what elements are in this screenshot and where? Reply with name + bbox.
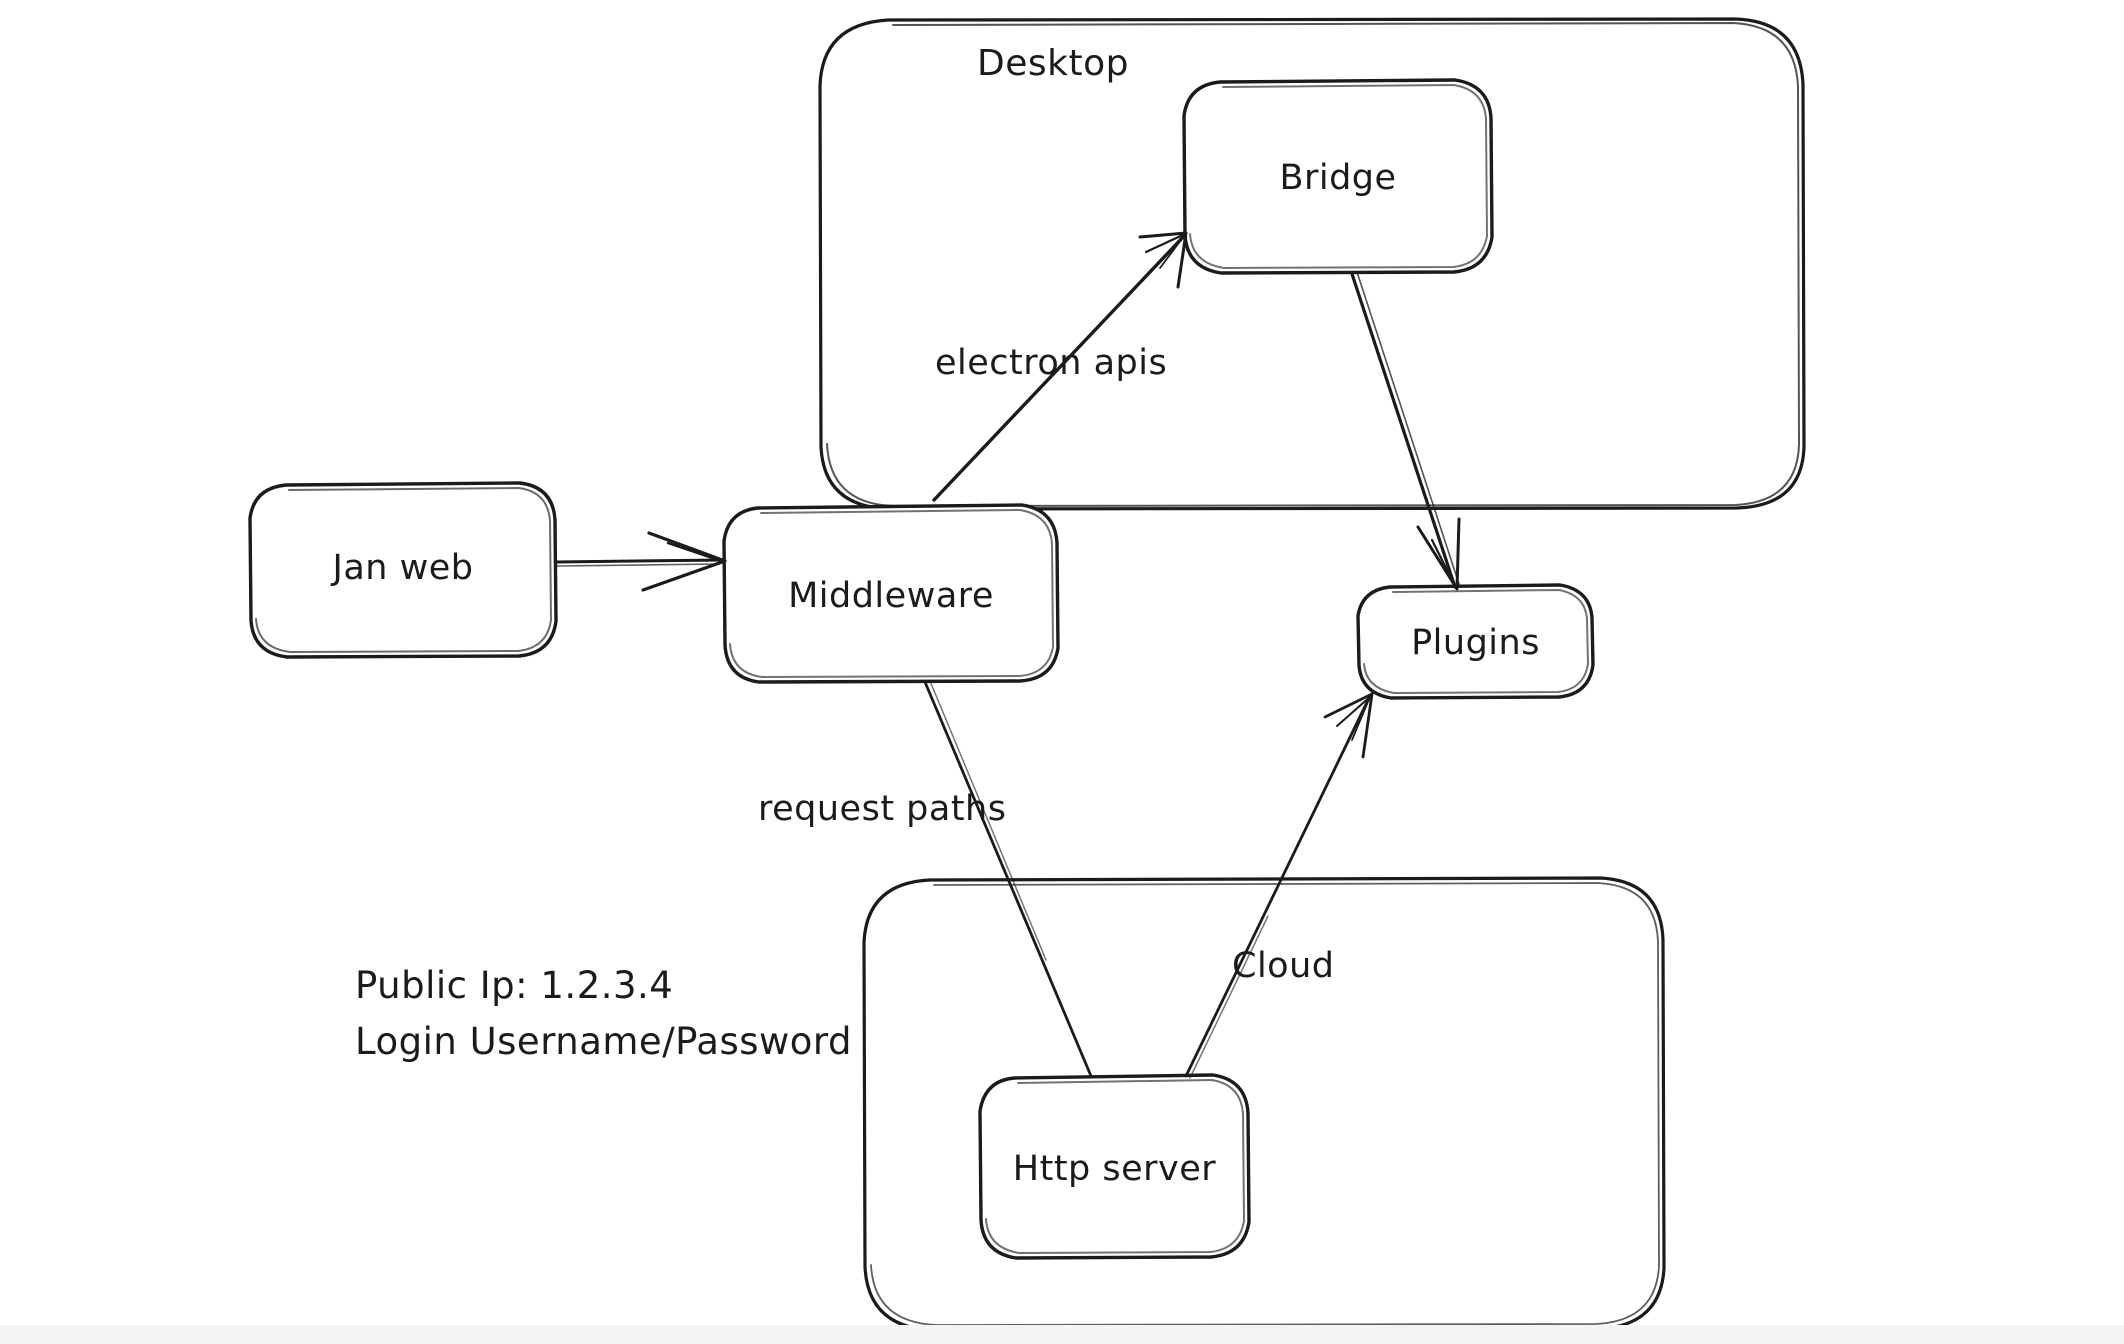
node-bridge[interactable]	[1182, 78, 1494, 275]
edge-http-server-to-plugins[interactable]	[1184, 692, 1374, 1079]
edge-janweb-to-middleware[interactable]	[554, 531, 727, 592]
edge-bridge-to-plugins[interactable]	[1350, 271, 1461, 591]
edge-label-request-paths: request paths	[758, 789, 1007, 829]
edge-label-cloud: Cloud	[1232, 946, 1335, 986]
node-jan-web[interactable]	[248, 481, 558, 659]
edge-middleware-to-http-server[interactable]	[923, 680, 1093, 1078]
edge-middleware-to-bridge[interactable]	[932, 231, 1188, 502]
note-login-credentials: Login Username/Password	[355, 1020, 852, 1063]
node-plugins[interactable]	[1356, 583, 1595, 700]
group-desktop[interactable]	[818, 17, 1806, 511]
node-label-plugins: Plugins	[1411, 623, 1540, 663]
note-public-ip: Public Ip: 1.2.3.4	[355, 964, 674, 1007]
node-label-bridge: Bridge	[1279, 158, 1397, 198]
edge-label-electron-apis: electron apis	[935, 343, 1168, 383]
node-label-middleware: Middleware	[788, 576, 994, 616]
node-label-jan-web: Jan web	[332, 548, 474, 588]
node-middleware[interactable]	[722, 503, 1060, 684]
node-label-http-server: Http server	[1012, 1149, 1217, 1189]
group-label-desktop: Desktop	[977, 43, 1129, 84]
node-http-server[interactable]	[978, 1073, 1251, 1260]
